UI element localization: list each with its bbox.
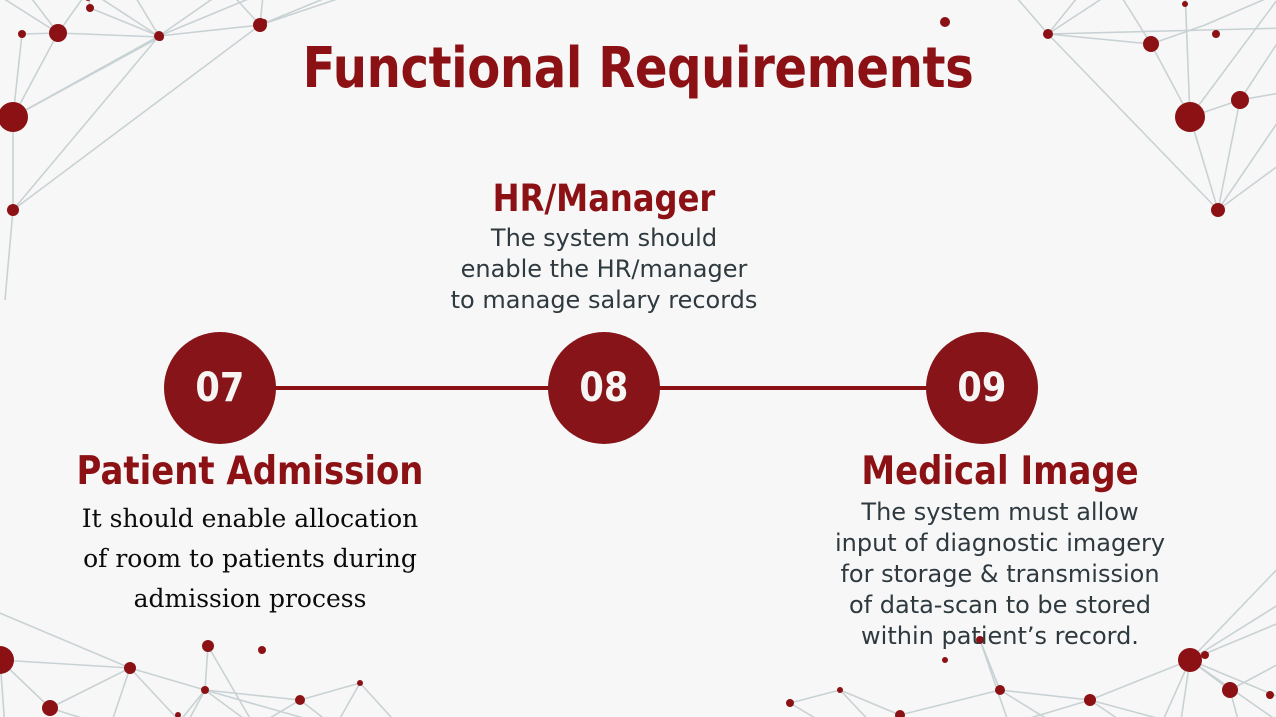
body-line: It should enable allocation	[81, 503, 419, 533]
content-block-medical-image: Medical Image The system must allow inpu…	[800, 449, 1200, 652]
body-line: The system should	[490, 223, 718, 252]
timeline-node-09[interactable]: 09	[926, 332, 1038, 444]
block-body-medical-image: The system must allow input of diagnosti…	[800, 497, 1200, 652]
content-block-hr-manager: HR/Manager The system should enable the …	[394, 177, 814, 316]
timeline-node-number: 07	[195, 365, 245, 411]
body-line: for storage & transmission	[840, 559, 1160, 588]
body-line: enable the HR/manager	[460, 254, 748, 283]
body-line: input of diagnostic imagery	[834, 528, 1166, 557]
body-line: within patient’s record.	[861, 621, 1139, 650]
content-block-patient-admission: Patient Admission It should enable alloc…	[40, 449, 460, 619]
slide-title: Functional Requirements	[302, 36, 974, 101]
timeline-node-08[interactable]: 08	[548, 332, 660, 444]
body-line: of room to patients during	[83, 543, 417, 573]
timeline-node-number: 09	[957, 365, 1007, 411]
body-line: of data-scan to be stored	[848, 590, 1151, 619]
timeline-node-number: 08	[579, 365, 629, 411]
block-body-hr-manager: The system should enable the HR/manager …	[394, 223, 814, 316]
body-line: admission process	[133, 583, 367, 613]
body-line: The system must allow	[861, 497, 1139, 526]
block-heading-medical-image: Medical Image	[861, 449, 1139, 494]
body-line: to manage salary records	[450, 285, 758, 314]
block-body-patient-admission: It should enable allocation of room to p…	[40, 499, 460, 619]
timeline-node-07[interactable]: 07	[164, 332, 276, 444]
block-heading-hr-manager: HR/Manager	[492, 177, 716, 220]
block-heading-patient-admission: Patient Admission	[76, 449, 424, 494]
